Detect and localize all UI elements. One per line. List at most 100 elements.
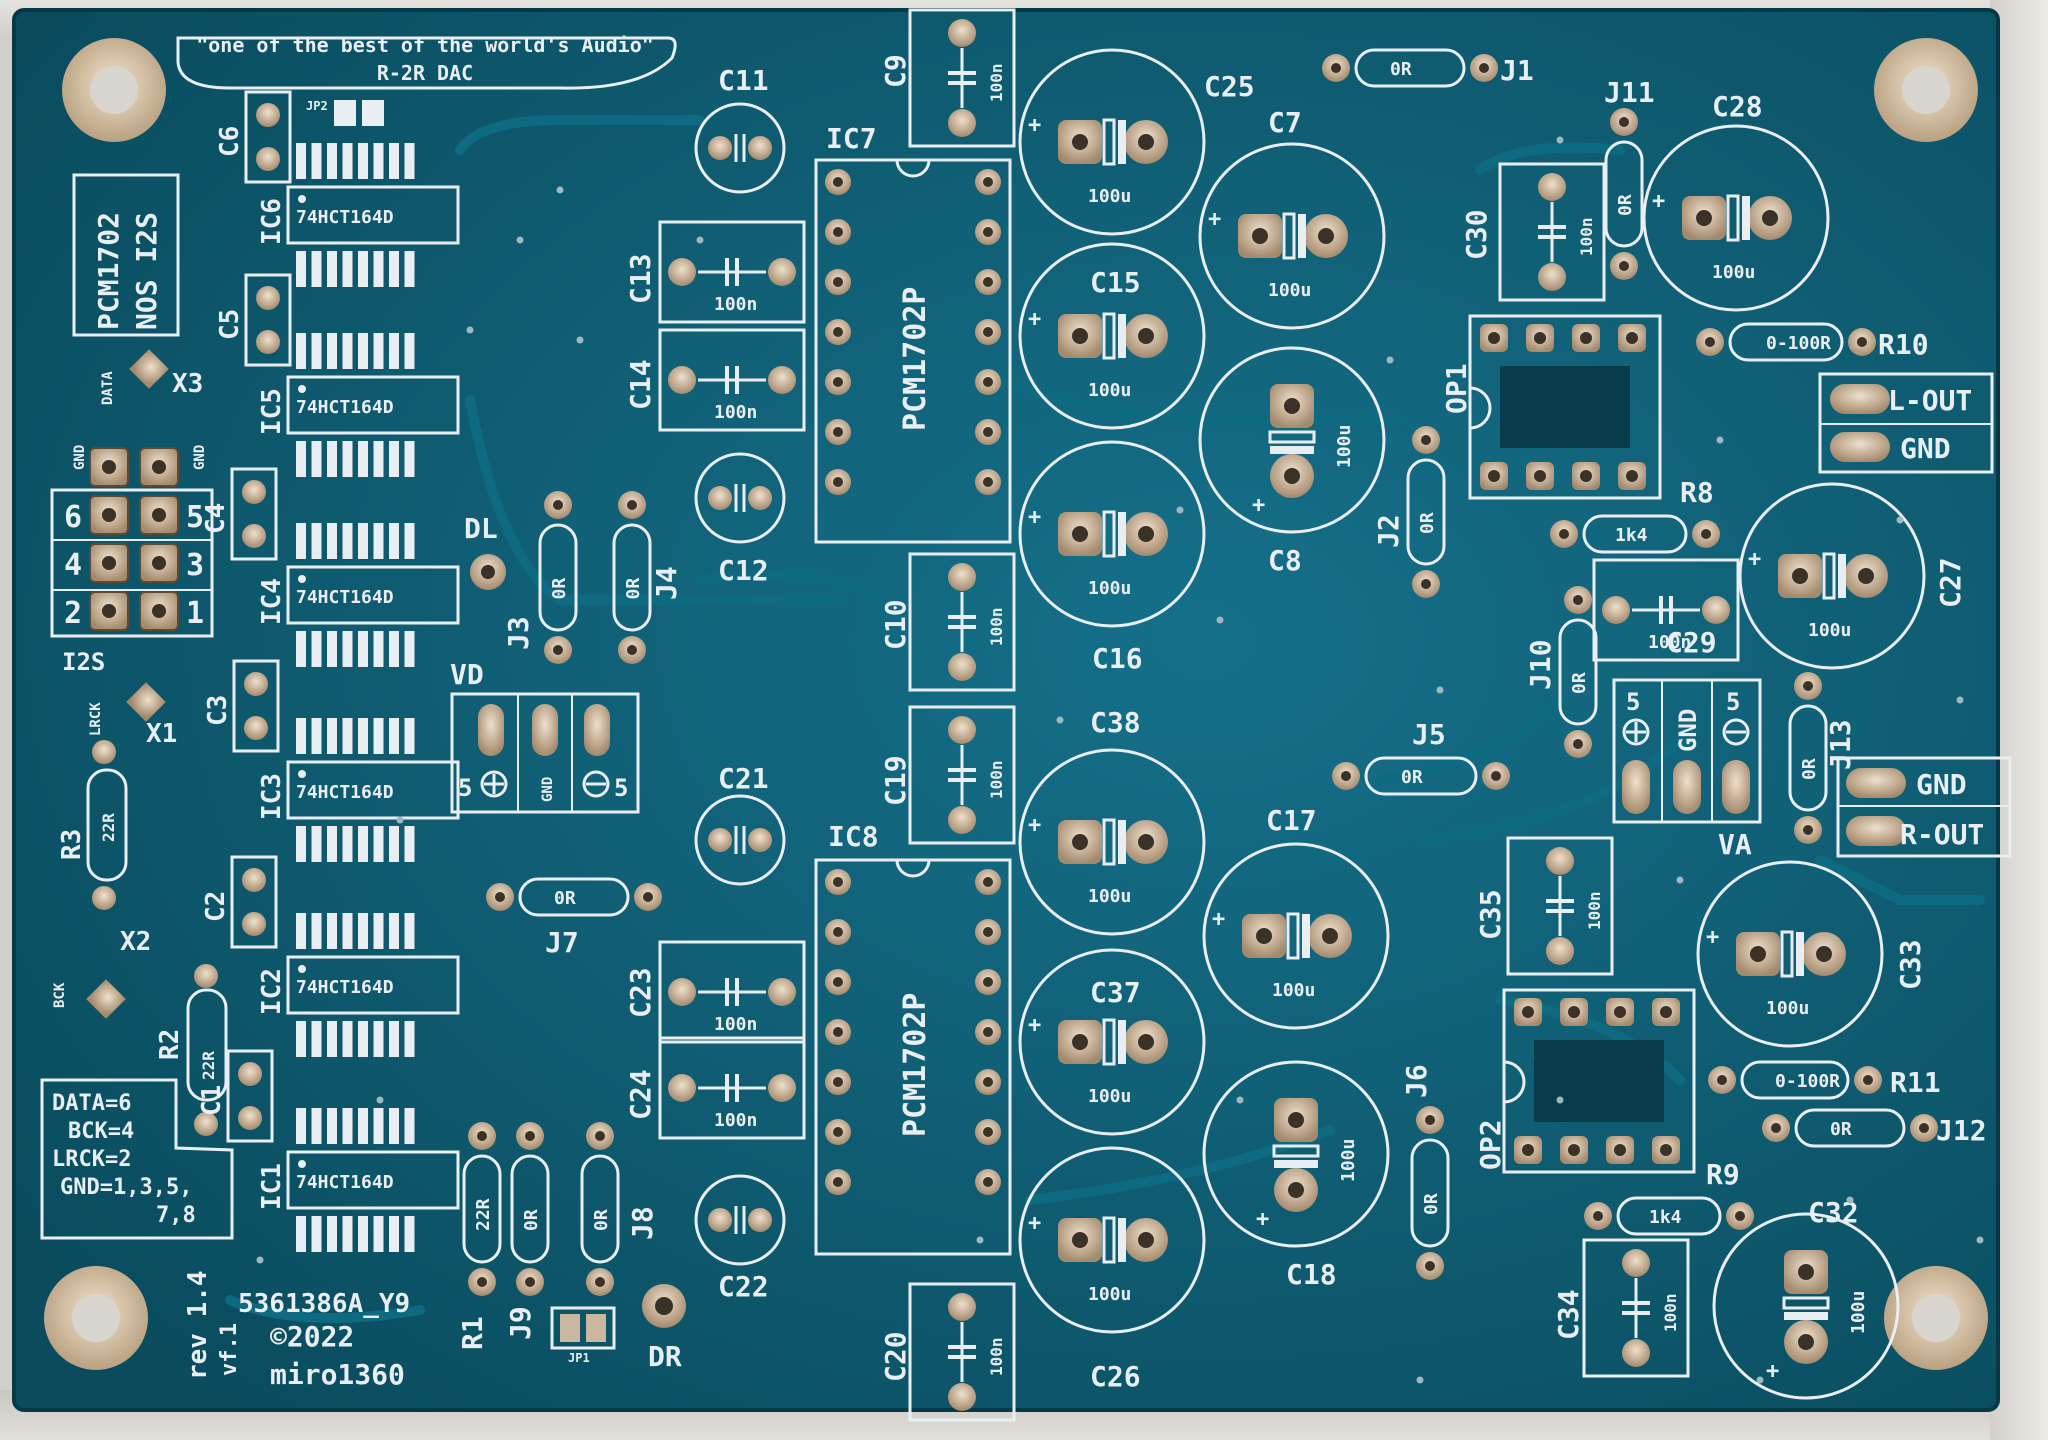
small-cap-c12: C12 bbox=[694, 452, 786, 587]
r2-value: 22R bbox=[199, 1051, 218, 1080]
resistor-value: 0R bbox=[549, 578, 570, 600]
shift-register-part: 74HCT164D bbox=[296, 1172, 394, 1193]
film-capacitors: 100nC9100nC10100nC19100nC20100nC13100nC1… bbox=[624, 8, 1740, 1422]
via bbox=[696, 236, 704, 244]
i2s-label: I2S bbox=[62, 648, 105, 676]
via bbox=[1846, 1196, 1854, 1204]
year-label: ©2022 bbox=[270, 1320, 354, 1353]
copper-traces bbox=[225, 115, 1985, 1323]
small-cap-refdes: C12 bbox=[718, 554, 769, 587]
resistor-value: 0R bbox=[1615, 194, 1636, 216]
film-cap-value: 100n bbox=[987, 607, 1006, 646]
r-out-label: R-OUT bbox=[1900, 818, 1984, 851]
va-power-block bbox=[1612, 678, 1762, 824]
shift-register-ic1: 74HCT164D IC1 bbox=[257, 1108, 460, 1252]
electrolytic-cap-refdes: C37 bbox=[1090, 976, 1141, 1009]
output-right-block bbox=[1836, 756, 2012, 858]
shift-register-part: 74HCT164D bbox=[296, 397, 394, 418]
shift-register-refdes: IC1 bbox=[257, 1163, 287, 1210]
film-cap-refdes: C30 bbox=[1460, 209, 1493, 260]
author-label: miro1360 bbox=[270, 1358, 405, 1391]
film-cap-value: 100n bbox=[714, 402, 757, 423]
electrolytic-cap-value: 100u bbox=[1088, 1284, 1131, 1305]
polarity-mark: + bbox=[1208, 207, 1221, 232]
slogan-frame bbox=[176, 36, 677, 90]
dl-label: DL bbox=[464, 512, 498, 545]
vd-5-plus: 5 bbox=[458, 774, 472, 802]
shift-register-refdes: IC4 bbox=[257, 578, 287, 625]
resistor-refdes: J6 bbox=[1400, 1064, 1433, 1098]
va-5-plus: 5 bbox=[1626, 688, 1640, 716]
pinmap-gnd2: 7,8 bbox=[156, 1203, 196, 1228]
resistor-refdes: J5 bbox=[1412, 718, 1446, 751]
resistor-refdes: J8 bbox=[626, 1206, 659, 1240]
film-cap-value: 100n bbox=[714, 1014, 757, 1035]
vf-label: vf.1 bbox=[217, 1323, 242, 1376]
film-cap-refdes: C35 bbox=[1474, 889, 1507, 940]
film-cap-refdes: C10 bbox=[879, 599, 912, 650]
opamp-refdes: OP2 bbox=[1474, 1119, 1507, 1170]
shift-register-refdes: IC3 bbox=[257, 773, 287, 820]
polarity-mark: + bbox=[1028, 307, 1041, 332]
via bbox=[516, 236, 524, 244]
resistor-value: 22R bbox=[473, 1198, 494, 1231]
electrolytic-cap-c27: 100u+C27 bbox=[1738, 482, 1967, 670]
lrck-label: LRCK bbox=[88, 702, 104, 736]
shift-register-ic3: 74HCT164D IC3 bbox=[257, 718, 460, 862]
resistor-refdes: J2 bbox=[1372, 514, 1405, 548]
resistor-value: 0-100R bbox=[1775, 1071, 1840, 1092]
shift-register-part: 74HCT164D bbox=[296, 782, 394, 803]
dip-part: PCM1702P bbox=[898, 993, 933, 1138]
resistor-refdes: J3 bbox=[502, 616, 535, 650]
dip-part: PCM1702P bbox=[898, 287, 933, 432]
opamp-op1: OP1 bbox=[1440, 314, 1662, 500]
electrolytic-cap-c32: 100u+C32 bbox=[1712, 1196, 1900, 1400]
film-cap-c10: 100n C10 bbox=[879, 552, 1016, 692]
opamp-refdes: OP1 bbox=[1440, 363, 1473, 414]
via bbox=[1956, 696, 1964, 704]
data-label: DATA bbox=[100, 371, 116, 405]
film-cap-refdes: C34 bbox=[1552, 1289, 1585, 1340]
cap-refdes: C1 bbox=[197, 1085, 227, 1116]
via bbox=[576, 336, 584, 344]
electrolytic-cap-value: 100u bbox=[1088, 886, 1131, 907]
electrolytic-cap-value: 100u bbox=[1088, 1086, 1131, 1107]
resistor-r3 bbox=[86, 740, 128, 910]
electrolytic-cap-value: 100u bbox=[1088, 380, 1131, 401]
electrolytic-cap-value: 100u bbox=[1272, 980, 1315, 1001]
pinmap-frame bbox=[40, 1078, 234, 1240]
resistor-refdes: J4 bbox=[650, 566, 683, 600]
vd-label: VD bbox=[450, 658, 484, 691]
via bbox=[1976, 1236, 1984, 1244]
film-cap-value: 100n bbox=[987, 63, 1006, 102]
small-cap-c21: C21 bbox=[694, 762, 786, 886]
vd-gnd: GND bbox=[540, 777, 556, 802]
test-points bbox=[86, 349, 169, 1019]
resistor-value: 0R bbox=[1569, 672, 1590, 694]
mounting-holes bbox=[44, 38, 1988, 1370]
shift-register-part: 74HCT164D bbox=[296, 587, 394, 608]
film-cap-refdes: C19 bbox=[879, 755, 912, 806]
polarity-mark: + bbox=[1652, 189, 1665, 214]
electrolytic-cap-value: 100u bbox=[1712, 262, 1755, 283]
cap-c6: C6 bbox=[215, 90, 292, 184]
va-5-minus: 5 bbox=[1726, 688, 1740, 716]
opamp-op2: OP2 bbox=[1474, 988, 1696, 1174]
electrolytic-cap-c37: 100u+C37 bbox=[1018, 948, 1206, 1136]
polarity-mark: + bbox=[1028, 1211, 1041, 1236]
via bbox=[1556, 136, 1564, 144]
resistor-value: 0R bbox=[554, 888, 576, 909]
pinmap-bck: BCK=4 bbox=[68, 1119, 134, 1144]
electrolytic-cap-value: 100u bbox=[1088, 186, 1131, 207]
via bbox=[256, 1256, 264, 1264]
